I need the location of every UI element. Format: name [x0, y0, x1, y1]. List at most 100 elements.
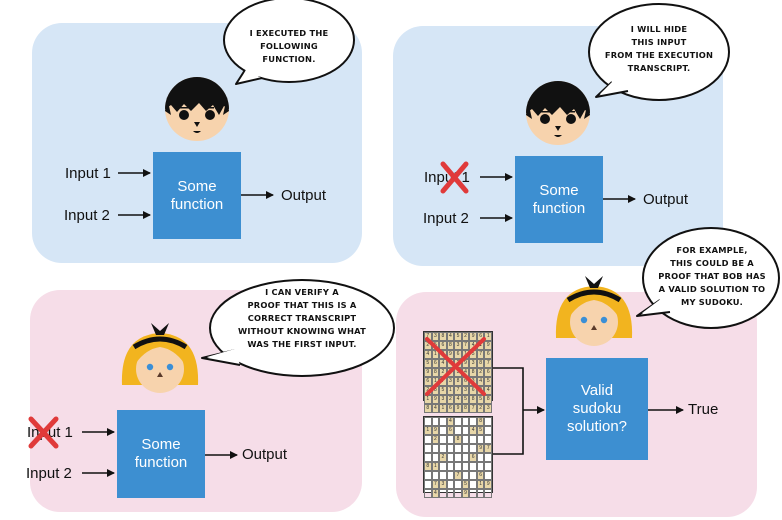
sudoku-cell	[469, 435, 477, 444]
sudoku-cell: 2	[476, 404, 485, 413]
sudoku-cell: 3	[446, 377, 455, 386]
sudoku-cell: 5	[454, 332, 462, 341]
input1-label: Input 1	[65, 165, 111, 182]
sudoku-cell: 4	[424, 350, 432, 359]
sudoku-cell	[476, 453, 485, 462]
sudoku-cell: 6	[424, 377, 432, 386]
sudoku-cell	[461, 426, 470, 435]
sudoku-cell: 7	[431, 480, 440, 489]
sudoku-cell	[446, 489, 455, 498]
sudoku-cell: 6	[469, 386, 477, 395]
sudoku-cell	[484, 426, 492, 435]
sudoku-cell: 4	[431, 489, 440, 498]
sudoku-cell: 9	[431, 395, 440, 404]
sudoku-cell: 1	[484, 332, 492, 341]
sudoku-cell	[484, 489, 492, 498]
sudoku-cell: 5	[461, 395, 470, 404]
sudoku-cell: 4	[439, 359, 447, 368]
sudoku-cell	[476, 489, 485, 498]
sudoku-cell	[446, 480, 455, 489]
sudoku-cell: 9	[446, 350, 455, 359]
sudoku-cell: 3	[461, 386, 470, 395]
output-label: Output	[242, 446, 288, 463]
sudoku-cell: 4	[454, 395, 462, 404]
sudoku-cell	[461, 453, 470, 462]
sudoku-cell: 1	[446, 386, 455, 395]
speech-bubble-top-right	[588, 3, 730, 101]
sudoku-cell	[439, 471, 447, 480]
sudoku-cell: 8	[469, 395, 477, 404]
sudoku-cell	[469, 489, 477, 498]
sudoku-cell: 4	[446, 417, 455, 426]
sudoku-cell: 8	[446, 341, 455, 350]
sudoku-cell	[446, 462, 455, 471]
sudoku-cell	[431, 444, 440, 453]
sudoku-cell: 9	[424, 368, 432, 377]
sudoku-cell: 5	[476, 395, 485, 404]
sudoku-cell: 1	[439, 404, 447, 413]
sudoku-cell: 5	[461, 480, 470, 489]
sudoku-cell: 6	[484, 350, 492, 359]
sudoku-cell	[446, 444, 455, 453]
sudoku-cell	[424, 435, 432, 444]
sudoku-cell: 7	[476, 350, 485, 359]
sudoku-cell: 2	[431, 435, 440, 444]
sudoku-cell	[439, 489, 447, 498]
sudoku-cell: 3	[454, 341, 462, 350]
sudoku-cell: 7	[461, 341, 470, 350]
sudoku-cell	[446, 471, 455, 480]
sudoku-cell: 8	[424, 404, 432, 413]
sudoku-cell	[484, 435, 492, 444]
alice-face	[121, 323, 199, 393]
sudoku-cell: 8	[454, 377, 462, 386]
sudoku-cell: 9	[476, 444, 485, 453]
sudoku-cell	[461, 435, 470, 444]
sudoku-solution-grid: 7384529612568374194199615765641293879827…	[423, 331, 493, 413]
speech-text-bottom-right: For example, this could be a proof that …	[658, 245, 766, 307]
cross-icon	[28, 416, 59, 449]
speech-text-bottom-left: I can verify a proof that this is a corr…	[237, 287, 367, 349]
sudoku-cell	[484, 453, 492, 462]
sudoku-cell	[424, 453, 432, 462]
sudoku-cell: 9	[469, 332, 477, 341]
sudoku-cell	[431, 471, 440, 480]
sudoku-cell: 8	[454, 435, 462, 444]
sudoku-cell: 8	[484, 395, 492, 404]
sudoku-cell	[439, 417, 447, 426]
sudoku-cell: 4	[484, 386, 492, 395]
sudoku-cell	[454, 453, 462, 462]
sudoku-cell	[469, 444, 477, 453]
speech-text-top-right: I will hide this input from the executio…	[604, 24, 714, 73]
sudoku-cell	[431, 417, 440, 426]
sudoku-cell: 9	[431, 426, 440, 435]
sudoku-cell: 3	[469, 359, 477, 368]
cross-icon	[425, 337, 486, 396]
sudoku-cell: 6	[484, 368, 492, 377]
sudoku-cell	[484, 462, 492, 471]
sudoku-cell	[454, 444, 462, 453]
bob-face	[165, 77, 229, 141]
sudoku-cell: 4	[446, 332, 455, 341]
sudoku-cell	[454, 462, 462, 471]
sudoku-cell	[461, 471, 470, 480]
sudoku-cell: 1	[424, 426, 432, 435]
speech-bubble-top-left	[223, 0, 355, 86]
sudoku-cell: 3	[439, 480, 447, 489]
sudoku-cell: 4	[469, 426, 477, 435]
sudoku-cell: 6	[431, 359, 440, 368]
sudoku-cell	[454, 480, 462, 489]
cross-icon	[440, 161, 469, 194]
sudoku-cell	[424, 444, 432, 453]
sudoku-cell: 2	[476, 368, 485, 377]
sudoku-cell: 6	[446, 404, 455, 413]
sudoku-cell: 8	[476, 359, 485, 368]
sudoku-cell: 9	[454, 404, 462, 413]
input2-label: Input 2	[423, 210, 469, 227]
speech-text-top-left: I executed the following function.	[249, 28, 329, 64]
sudoku-cell: 9	[461, 489, 470, 498]
